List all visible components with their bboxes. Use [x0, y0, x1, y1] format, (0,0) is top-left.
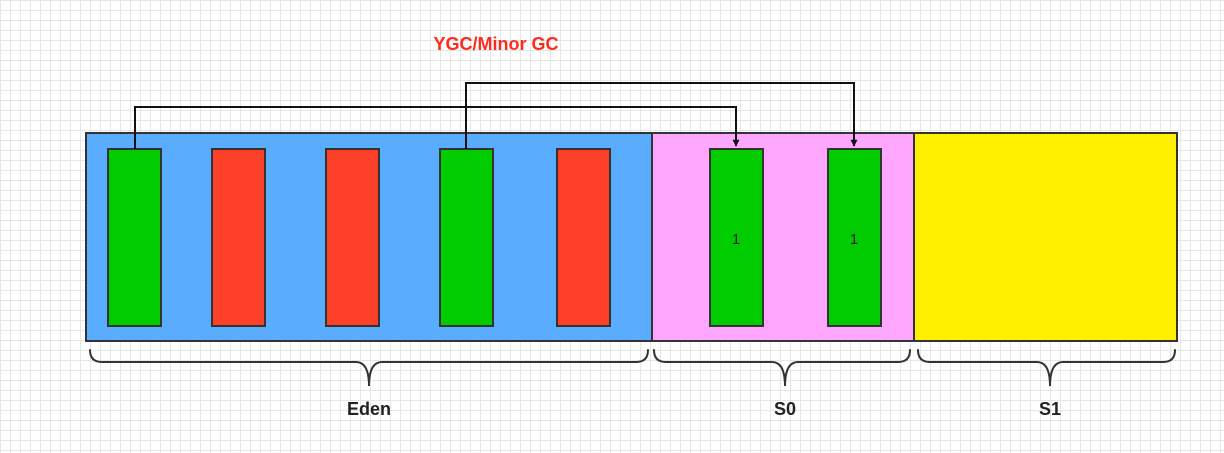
s0-object [827, 148, 882, 327]
s0-objects: 1 1 [709, 148, 882, 327]
eden-object [325, 148, 380, 327]
eden-brace [89, 349, 649, 387]
eden-object [211, 148, 266, 327]
s0-label: S0 [774, 399, 796, 419]
eden-object [556, 148, 611, 327]
s0-object [709, 148, 764, 327]
diagram-title: YGC/Minor GC [434, 34, 559, 54]
copy-arrow [465, 82, 858, 149]
object-age-label: 1 [850, 231, 858, 248]
eden-object [439, 148, 494, 327]
s1-brace [917, 349, 1176, 387]
eden-label: Eden [347, 399, 391, 419]
copy-arrow [134, 106, 740, 149]
s0-brace [653, 349, 911, 387]
object-age-label: 1 [732, 231, 740, 248]
region-braces [89, 349, 1176, 387]
s1-region [913, 132, 1178, 342]
s1-label: S1 [1039, 399, 1061, 419]
copy-arrows [134, 82, 858, 149]
eden-object [107, 148, 162, 327]
